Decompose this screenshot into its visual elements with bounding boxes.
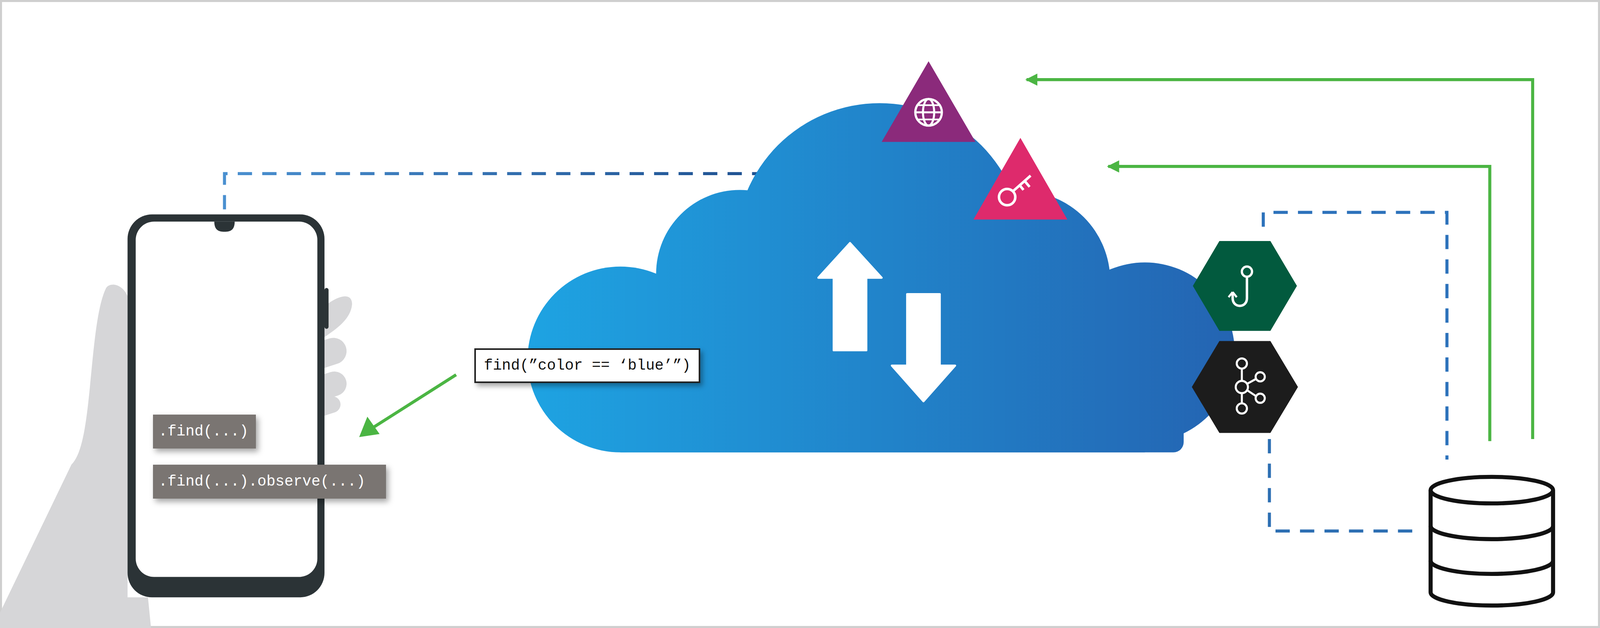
dashed-link — [1269, 438, 1421, 531]
line-shape — [1013, 175, 1031, 191]
callout-arrowhead — [359, 416, 380, 437]
hook-hexagon — [1192, 240, 1297, 331]
ellipse-shape — [1430, 476, 1554, 504]
circle-shape — [1236, 403, 1248, 414]
line-shape — [915, 111, 942, 114]
circle-shape — [1236, 358, 1248, 369]
code-text: find(”color == ‘blue’”) — [483, 356, 691, 375]
stream-hexagon — [1191, 341, 1298, 433]
path-shape — [1228, 291, 1237, 297]
phone — [127, 214, 329, 598]
circle-shape — [1255, 393, 1265, 403]
transfer-arrows — [818, 242, 956, 401]
phone-body — [127, 214, 325, 598]
g-shape — [1235, 358, 1265, 414]
circle-shape — [1235, 380, 1248, 394]
sync-arrow — [1108, 166, 1490, 441]
key-triangle — [973, 137, 1068, 220]
path-shape — [891, 294, 955, 402]
line-shape — [918, 118, 939, 121]
phone-screen — [135, 221, 318, 577]
path-shape — [1430, 560, 1554, 574]
line-shape — [1240, 393, 1243, 404]
path-shape — [881, 61, 976, 142]
path-shape — [1430, 525, 1554, 539]
line-shape — [1019, 184, 1024, 191]
circle-shape — [1241, 266, 1253, 277]
query-box: .find(...).observe(...) — [152, 464, 387, 499]
callout-arrow — [369, 374, 457, 430]
callout-box: find(”color == ‘blue’”) — [474, 348, 701, 383]
sync-arrow — [1026, 79, 1533, 439]
circle-shape — [915, 98, 942, 126]
circle-shape — [1255, 372, 1265, 382]
path-shape — [818, 242, 882, 351]
code-text: .find(...).observe(...) — [158, 472, 366, 491]
code-text: .find(...) — [158, 422, 249, 441]
web-triangle — [881, 61, 976, 142]
path-shape — [1191, 341, 1298, 433]
line-shape — [1240, 368, 1243, 381]
dashed-link — [224, 173, 772, 210]
database — [1430, 476, 1554, 606]
path-shape — [1192, 240, 1297, 331]
path-shape — [324, 296, 353, 337]
dashed-link — [1263, 212, 1448, 459]
line-shape — [1247, 378, 1257, 384]
query-box: .find(...) — [152, 414, 256, 449]
circle-shape — [999, 188, 1016, 206]
line-shape — [1024, 180, 1030, 187]
phone-notch — [214, 221, 235, 232]
line-shape — [1247, 389, 1257, 397]
path-shape — [1430, 490, 1554, 606]
cloud — [527, 102, 1235, 452]
line-shape — [918, 104, 939, 107]
path-shape — [973, 137, 1068, 220]
phone-button — [324, 287, 329, 329]
path-shape — [1232, 276, 1247, 306]
